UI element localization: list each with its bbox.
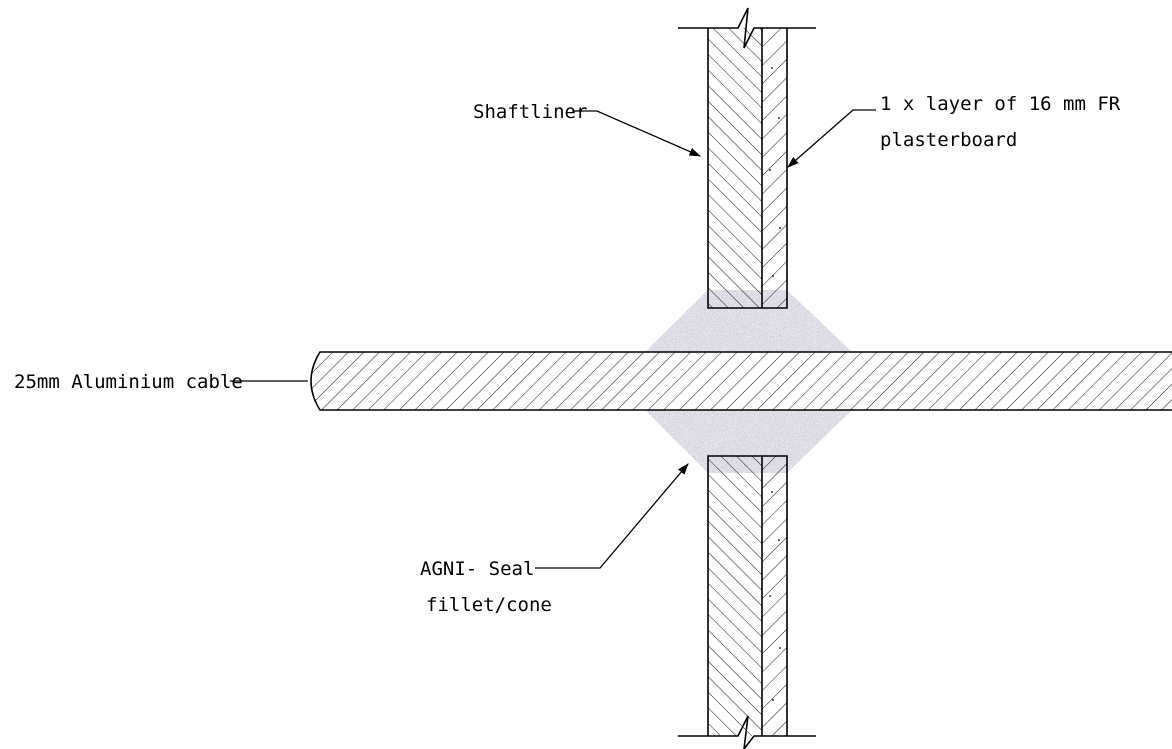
break-line-top	[678, 7, 816, 49]
shaftliner-lower	[708, 456, 762, 736]
leader-seal	[535, 463, 689, 569]
plasterboard-label-line1: 1 x layer of 16 mm FR	[880, 93, 1121, 115]
wall-upper	[678, 7, 816, 309]
break-line-bottom	[678, 715, 816, 749]
shaftliner-label: Shaftliner	[473, 101, 587, 123]
wall-lower	[678, 455, 816, 749]
leader-lines	[230, 109, 876, 569]
cable-label: 25mm Aluminium cable	[14, 371, 243, 393]
sealant-fillet-top	[645, 290, 852, 352]
seal-label-line2: fillet/cone	[426, 594, 552, 616]
leader-shaftliner	[572, 110, 702, 157]
plasterboard-label-line2: plasterboard	[880, 129, 1017, 151]
sealant-fillet-bottom	[645, 410, 852, 473]
seal-label-line1: AGNI- Seal	[420, 558, 534, 580]
plasterboard-lower	[762, 456, 787, 736]
leader-plasterboard	[787, 109, 876, 168]
shaftliner-upper	[708, 28, 762, 308]
plasterboard-upper	[762, 28, 787, 308]
aluminium-cable	[310, 351, 1172, 411]
